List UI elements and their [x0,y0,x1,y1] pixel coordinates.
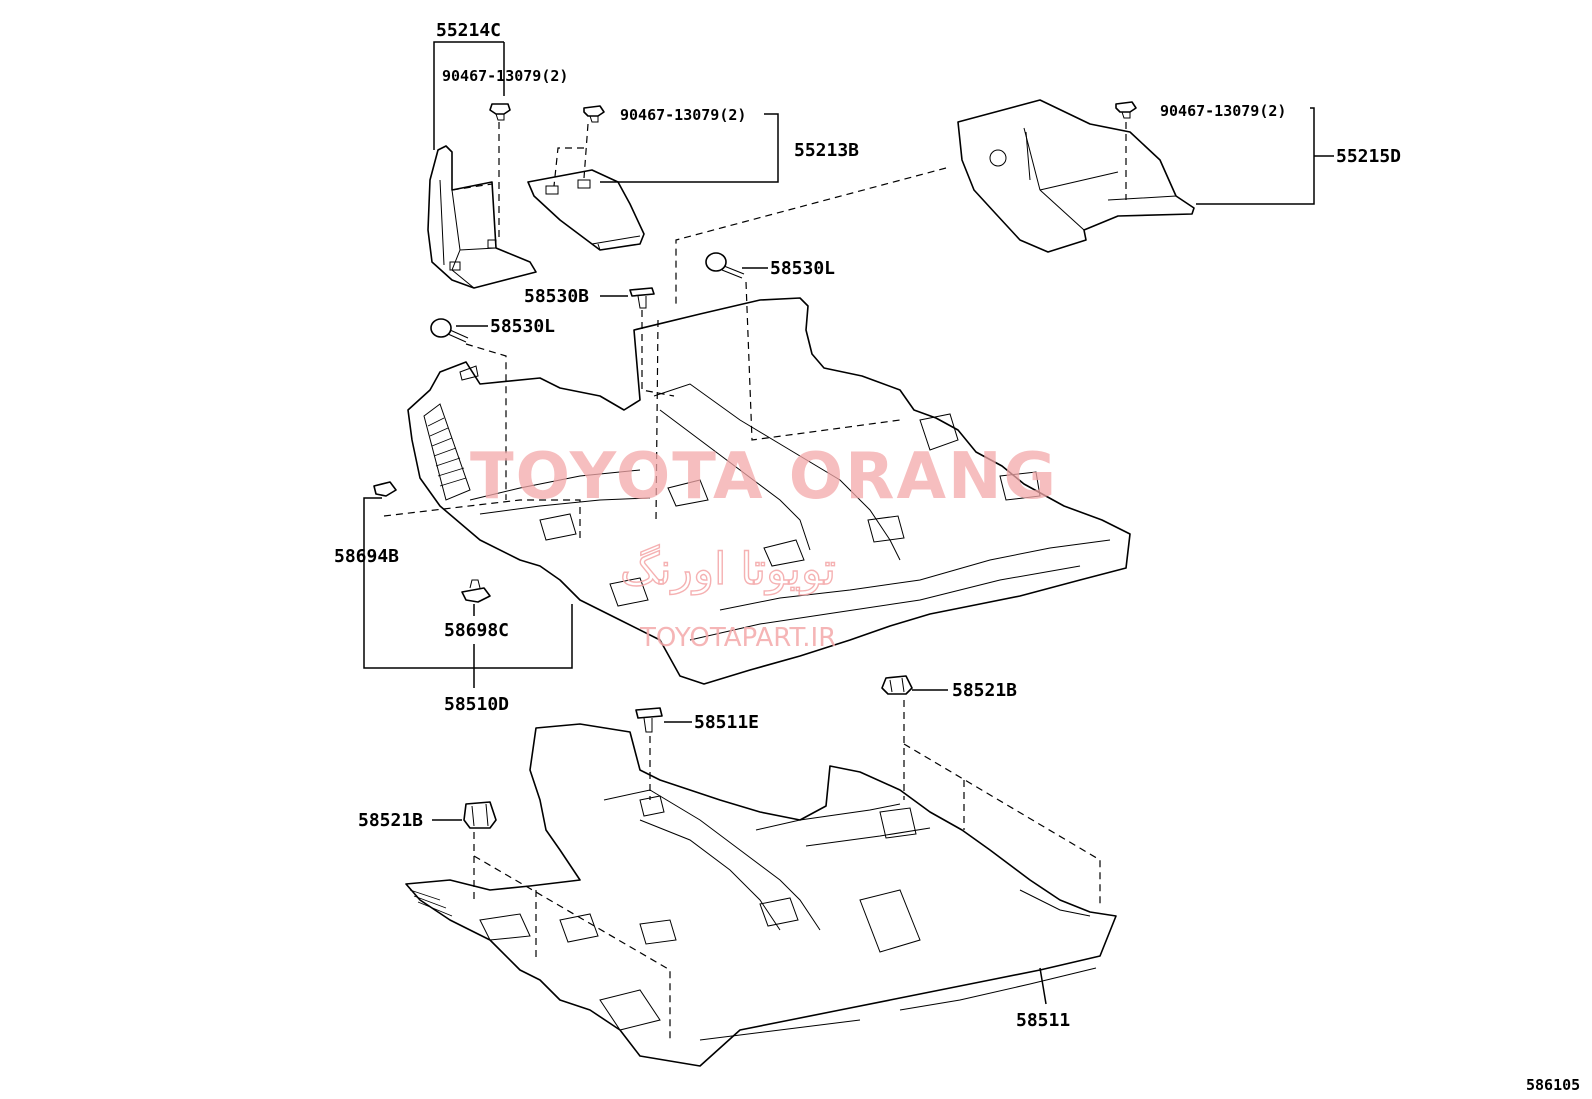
callout-58510D: 58510D [444,694,509,715]
callout-58511E: 58511E [694,712,759,733]
callout-58530L-b: 58530L [770,258,835,279]
callout-58694B: 58694B [334,546,399,567]
watermark-url: TOYOTAPART.IR [639,623,836,653]
part-55213B-plate [527,169,645,251]
clip-90467-b [583,105,605,123]
callout-55215D: 55215D [1336,146,1401,167]
figure-code: 586105 [1526,1076,1580,1094]
callout-55213B: 55213B [794,140,859,161]
callout-58698C: 58698C [444,620,509,641]
fastener-58694B [373,481,397,497]
fastener-58698C [461,579,491,603]
callout-55214C: 55214C [436,20,501,41]
callout-90467-13079-a: 90467-13079(2) [442,67,568,85]
fastener-58530B [629,287,655,309]
callout-90467-13079-c: 90467-13079(2) [1160,102,1286,120]
clip-90467-a [489,103,511,121]
fastener-58521B-b [463,801,497,829]
fastener-58521B-a [881,675,913,695]
part-58510D-upper-carpet [407,297,1131,685]
watermark-title: TOYOTA ORANG [470,440,1058,514]
fastener-58511E [635,707,663,733]
part-58511-lower-carpet [405,723,1117,1067]
watermark-persian: تویوتا اورنگ [620,544,836,595]
part-55214C-bracket [427,145,537,289]
fastener-58530L-a [430,318,469,343]
callout-58530L-a: 58530L [490,316,555,337]
clip-90467-c [1115,101,1137,119]
fastener-58530L-b [705,252,745,279]
part-55215D-cover [957,99,1195,253]
callout-58521B-b: 58521B [358,810,423,831]
callout-58521B-a: 58521B [952,680,1017,701]
callout-58530B: 58530B [524,286,589,307]
callout-90467-13079-b: 90467-13079(2) [620,106,746,124]
callout-58511: 58511 [1016,1010,1070,1031]
